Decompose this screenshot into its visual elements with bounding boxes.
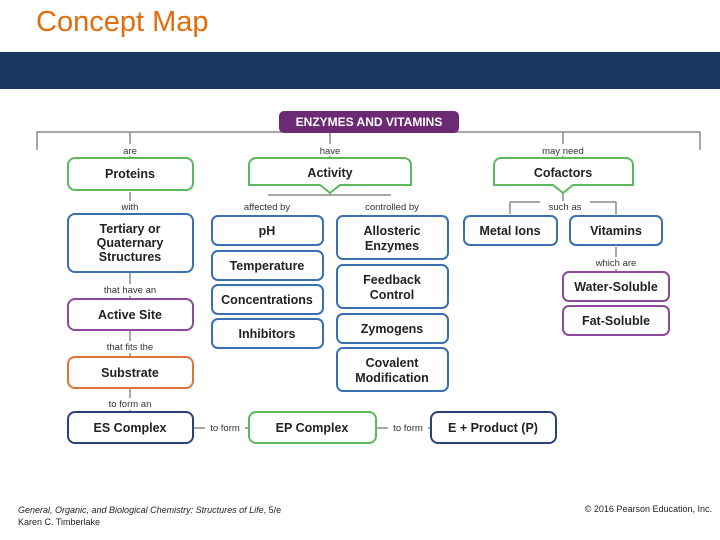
svg-text:Activity: Activity xyxy=(307,166,352,180)
node-zymogens: Zymogens xyxy=(336,313,449,344)
node-activity: Activity xyxy=(248,157,412,195)
node-product: E + Product (P) xyxy=(430,411,557,444)
svg-text:Substrate: Substrate xyxy=(101,366,159,380)
svg-text:Concentrations: Concentrations xyxy=(221,293,313,307)
footer-book-title: General, Organic, and Biological Chemist… xyxy=(18,505,264,515)
link-affected-by: affected by xyxy=(244,202,291,213)
svg-text:Zymogens: Zymogens xyxy=(361,322,424,336)
svg-text:Modification: Modification xyxy=(355,371,429,385)
node-fat-soluble: Fat-Soluble xyxy=(562,305,670,336)
node-cofactors: Cofactors xyxy=(493,157,634,195)
svg-text:Fat-Soluble: Fat-Soluble xyxy=(582,314,650,328)
svg-text:Water-Soluble: Water-Soluble xyxy=(574,280,658,294)
svg-text:Metal Ions: Metal Ions xyxy=(479,224,540,238)
svg-text:Control: Control xyxy=(370,288,414,302)
node-water-soluble: Water-Soluble xyxy=(562,271,670,302)
svg-text:Inhibitors: Inhibitors xyxy=(239,327,296,341)
link-which-are: which are xyxy=(595,258,637,269)
link-controlled-by: controlled by xyxy=(365,202,419,213)
node-inhibitors: Inhibitors xyxy=(211,318,324,349)
node-metal-ions: Metal Ions xyxy=(463,215,558,246)
footer-copyright: © 2016 Pearson Education, Inc. xyxy=(584,504,712,514)
node-ep-complex: EP Complex xyxy=(248,411,377,444)
link-that-fits-the: that fits the xyxy=(107,342,153,353)
slide-title: Concept Map xyxy=(36,6,209,38)
svg-text:Cofactors: Cofactors xyxy=(534,166,592,180)
link-such-as: such as xyxy=(549,202,582,213)
link-have: have xyxy=(320,146,341,157)
node-ph: pH xyxy=(211,215,324,246)
svg-text:EP Complex: EP Complex xyxy=(276,421,349,435)
link-to-form-an: to form an xyxy=(109,399,152,410)
svg-text:Covalent: Covalent xyxy=(366,356,420,370)
link-to-form-1: to form xyxy=(210,423,240,434)
node-feedback-control: Feedback Control xyxy=(336,264,449,309)
title-bar xyxy=(0,52,720,89)
link-may-need: may need xyxy=(542,146,584,157)
svg-text:Enzymes: Enzymes xyxy=(365,239,419,253)
svg-text:Feedback: Feedback xyxy=(363,273,421,287)
svg-text:Structures: Structures xyxy=(99,250,162,264)
node-concentrations: Concentrations xyxy=(211,284,324,315)
svg-text:Temperature: Temperature xyxy=(230,259,305,273)
link-to-form-2: to form xyxy=(393,423,423,434)
node-allosteric-enzymes: Allosteric Enzymes xyxy=(336,215,449,260)
node-vitamins: Vitamins xyxy=(569,215,663,246)
svg-text:Active Site: Active Site xyxy=(98,308,162,322)
svg-text:Proteins: Proteins xyxy=(105,167,155,181)
node-temperature: Temperature xyxy=(211,250,324,281)
footer-citation: General, Organic, and Biological Chemist… xyxy=(18,504,281,528)
node-covalent-modification: Covalent Modification xyxy=(336,347,449,392)
footer-author: Karen C. Timberlake xyxy=(18,517,101,527)
svg-text:Allosteric: Allosteric xyxy=(364,224,421,238)
node-substrate: Substrate xyxy=(67,356,194,389)
header-text: ENZYMES AND VITAMINS xyxy=(296,115,443,129)
link-are: are xyxy=(123,146,137,157)
node-proteins: Proteins xyxy=(67,157,194,191)
svg-text:pH: pH xyxy=(259,224,276,238)
svg-text:Tertiary or: Tertiary or xyxy=(100,222,161,236)
svg-text:ES Complex: ES Complex xyxy=(94,421,167,435)
footer-edition: , 5/e xyxy=(263,505,282,515)
svg-text:E + Product (P): E + Product (P) xyxy=(448,421,538,435)
header-node: ENZYMES AND VITAMINS xyxy=(279,111,459,133)
node-tertiary-structures: Tertiary or Quaternary Structures xyxy=(67,213,194,273)
svg-text:Quaternary: Quaternary xyxy=(97,236,164,250)
link-with: with xyxy=(121,202,139,213)
node-es-complex: ES Complex xyxy=(67,411,194,444)
node-active-site: Active Site xyxy=(67,298,194,331)
link-that-have-an: that have an xyxy=(104,285,156,296)
svg-text:Vitamins: Vitamins xyxy=(590,224,642,238)
